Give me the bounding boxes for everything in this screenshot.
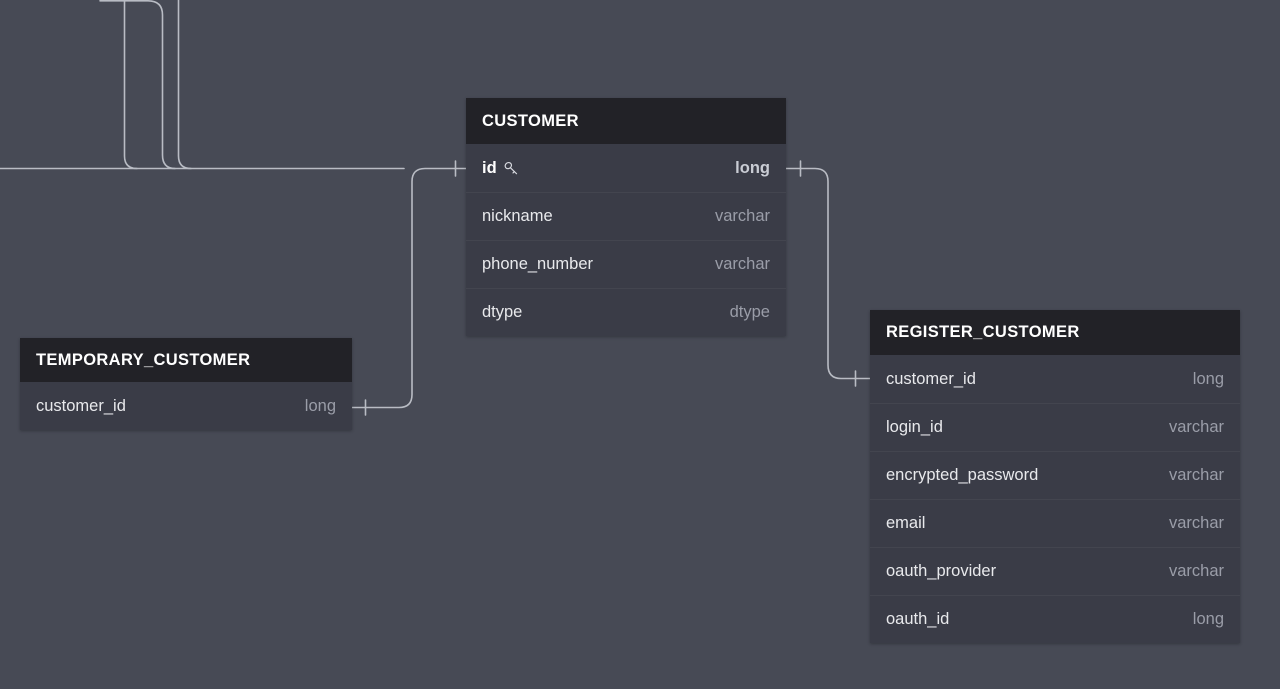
field-type: varchar — [714, 207, 770, 225]
edge-offscreen-a — [123, 0, 138, 170]
field-type: long — [1192, 610, 1224, 628]
field-type: long — [1192, 369, 1224, 388]
field-name: id — [482, 158, 497, 177]
field-type: varchar — [1168, 514, 1224, 532]
entity-temporary-customer-title: TEMPORARY_CUSTOMER — [20, 338, 352, 382]
field-name-wrapper: id — [482, 159, 519, 178]
key-icon — [504, 161, 519, 176]
entity-temporary-customer[interactable]: TEMPORARY_CUSTOMER customer_id long — [20, 338, 352, 430]
field-row[interactable]: dtype dtype — [466, 288, 786, 336]
field-row[interactable]: id long — [466, 144, 786, 192]
field-name: dtype — [482, 303, 523, 321]
entity-customer-title: CUSTOMER — [466, 98, 786, 144]
field-row[interactable]: login_id varchar — [870, 403, 1240, 451]
field-name: oauth_id — [886, 610, 950, 628]
entity-register-customer-title: REGISTER_CUSTOMER — [870, 310, 1240, 355]
entity-register-customer-fields: customer_id long login_id varchar encryp… — [870, 355, 1240, 643]
field-name: customer_id — [36, 396, 126, 415]
field-type: long — [735, 158, 770, 177]
entity-temporary-customer-fields: customer_id long — [20, 382, 352, 430]
field-name: nickname — [482, 207, 553, 225]
field-type: varchar — [1168, 562, 1224, 580]
field-row[interactable]: phone_number varchar — [466, 240, 786, 288]
edge-offscreen-c — [177, 0, 192, 170]
field-type: varchar — [714, 255, 770, 273]
field-type: dtype — [729, 303, 770, 321]
field-row[interactable]: customer_id long — [870, 355, 1240, 403]
edge-customer-to-register — [785, 167, 871, 380]
field-name: encrypted_password — [886, 466, 1039, 484]
field-name: login_id — [886, 418, 943, 436]
field-type: varchar — [1168, 466, 1224, 484]
field-name: oauth_provider — [886, 562, 997, 580]
field-row[interactable]: encrypted_password varchar — [870, 451, 1240, 499]
field-name: email — [886, 514, 926, 532]
field-type: varchar — [1168, 418, 1224, 436]
field-row[interactable]: oauth_id long — [870, 595, 1240, 643]
edge-temporary-to-customer — [351, 167, 467, 409]
field-row[interactable]: email varchar — [870, 499, 1240, 547]
entity-register-customer[interactable]: REGISTER_CUSTOMER customer_id long login… — [870, 310, 1240, 643]
field-name: phone_number — [482, 255, 594, 273]
entity-customer-fields: id long nickname varchar phone_numbe — [466, 144, 786, 336]
field-row[interactable]: nickname varchar — [466, 192, 786, 240]
edge-offscreen-b — [99, 0, 176, 170]
field-type: long — [304, 396, 336, 415]
field-name: customer_id — [886, 369, 976, 388]
field-row[interactable]: customer_id long — [20, 382, 352, 430]
field-row[interactable]: oauth_provider varchar — [870, 547, 1240, 595]
entity-customer[interactable]: CUSTOMER id long nickname v — [466, 98, 786, 336]
